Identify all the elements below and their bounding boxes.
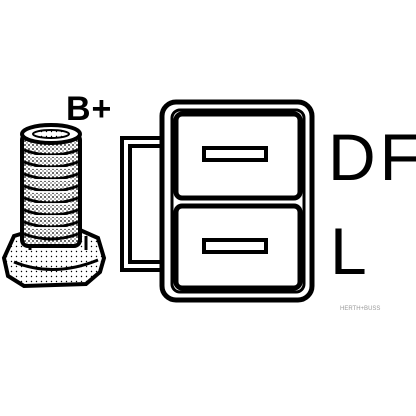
terminal-df-label: DF [328,120,416,194]
terminal-b-plus-label: B+ [66,90,113,128]
terminal-l-label: L [330,214,367,288]
watermark-text: HERTH+BUSS [340,306,381,312]
